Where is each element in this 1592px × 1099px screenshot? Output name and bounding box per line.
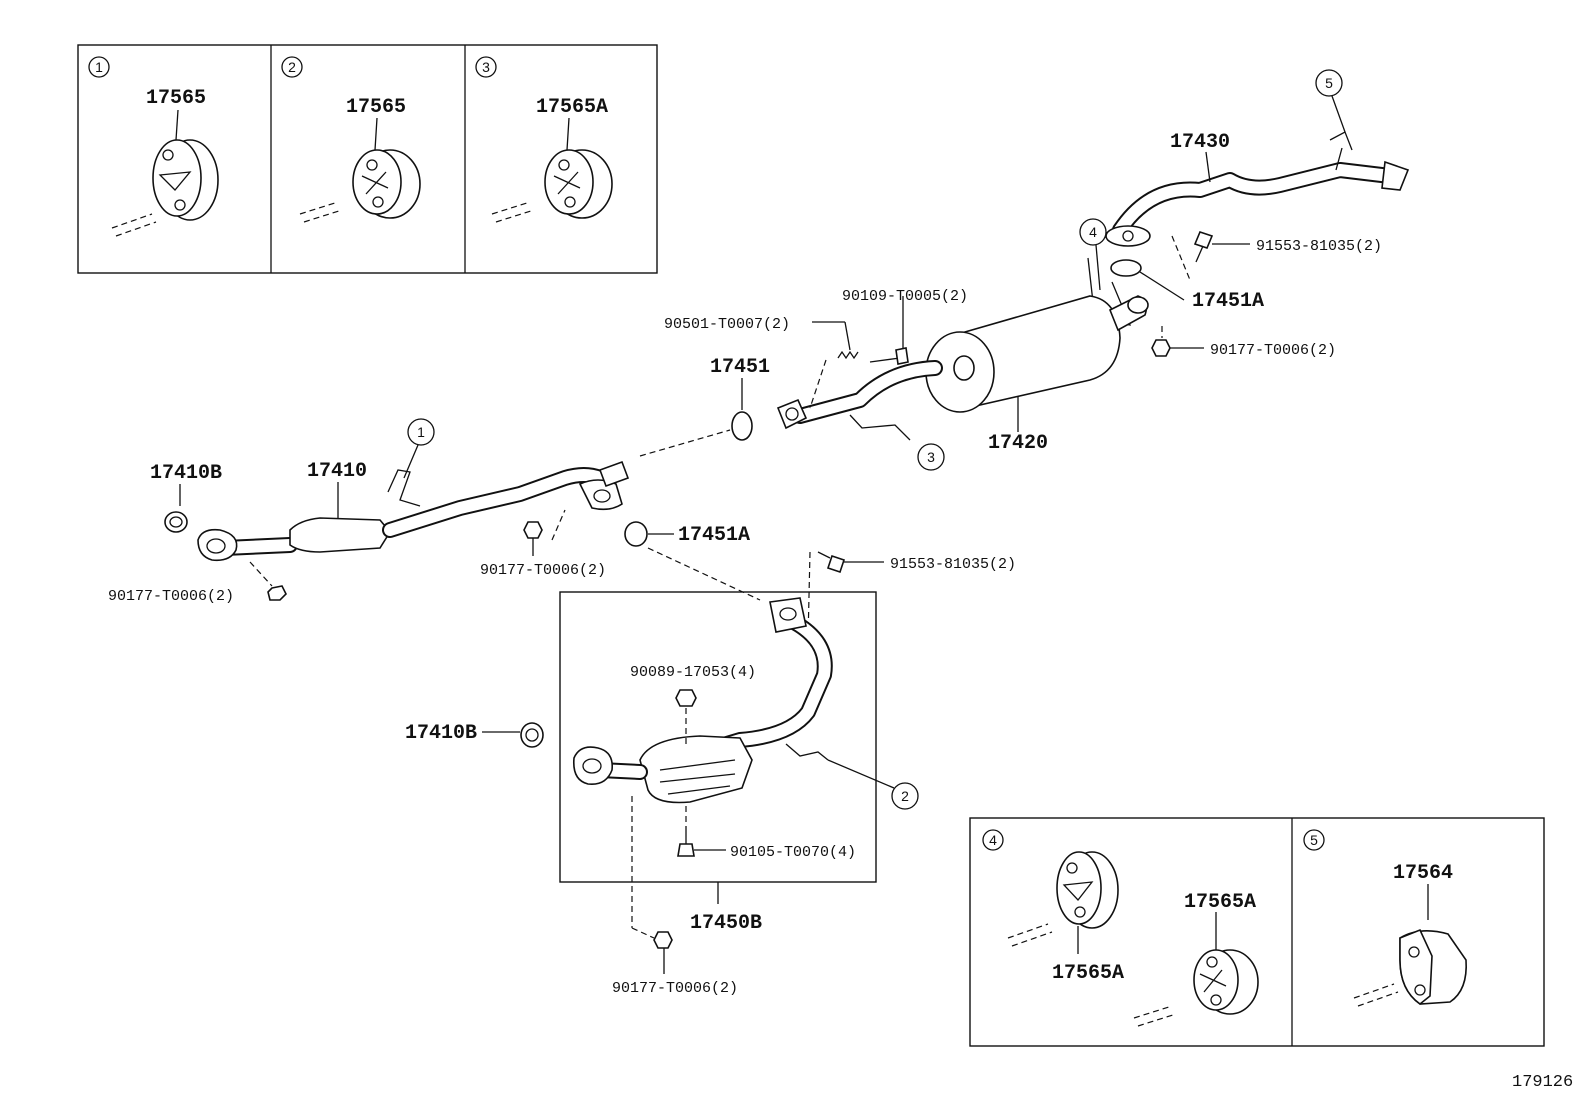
gasket-17410B — [520, 722, 544, 748]
part-number-label: 17410 — [307, 460, 367, 483]
callout-circle — [88, 56, 110, 78]
catalytic-converter-17450B — [572, 597, 833, 804]
muffler-17420 — [925, 295, 1149, 413]
leader-line — [1139, 271, 1185, 301]
part-number-label: 17451A — [678, 524, 750, 547]
callout-number: 3 — [927, 449, 935, 465]
inset-5: 5 17564 — [1303, 829, 1467, 1007]
bolt-indicator — [1007, 923, 1049, 939]
part-number-label: 90105-T0070(4) — [730, 844, 856, 861]
flange — [1105, 225, 1151, 247]
callout-number: 2 — [901, 788, 909, 804]
gasket-17451 — [731, 411, 753, 441]
part-number-label: 17420 — [988, 432, 1048, 455]
diagram-id: 179126 — [1512, 1073, 1573, 1092]
inset-2: 2 17565 — [281, 56, 421, 223]
callout-number: 1 — [417, 424, 425, 440]
bolt-indicator — [491, 201, 531, 215]
nut-icon — [675, 689, 697, 707]
leader-line — [1331, 95, 1346, 133]
rubber-hanger-icon — [544, 149, 613, 219]
part-number-label: 17430 — [1170, 131, 1230, 154]
rubber-hanger-icon — [1399, 928, 1467, 1005]
part-number-label: 91553-81035(2) — [890, 556, 1016, 573]
nut-icon — [653, 931, 673, 949]
leader-line — [403, 444, 419, 479]
bolt-91553-mid — [817, 551, 846, 574]
inset-frame-bottom — [969, 817, 1545, 1047]
gasket-17451A — [1110, 259, 1142, 277]
part-number-label: 17410B — [405, 722, 477, 745]
callout-number: 1 — [95, 59, 103, 75]
part-number-label: 17565A — [1052, 962, 1124, 985]
callout-circle — [891, 782, 919, 810]
leader-line — [175, 109, 179, 141]
part-number-label: 17410B — [150, 462, 222, 485]
leader-line — [374, 117, 378, 151]
callout-number: 5 — [1310, 832, 1318, 848]
leader-line — [1095, 244, 1101, 291]
callout-number: 5 — [1325, 75, 1333, 91]
gasket-17410B — [164, 511, 188, 533]
part-number-label: 90177-T0006(2) — [108, 588, 234, 605]
callout-circle — [1315, 69, 1343, 97]
callout-circle — [407, 418, 435, 446]
inset-frame-top — [77, 44, 658, 274]
callout-number: 2 — [288, 59, 296, 75]
nut-icon — [1151, 339, 1171, 357]
part-number-label: 91553-81035(2) — [1256, 238, 1382, 255]
callout-circle — [1079, 218, 1107, 246]
rubber-hanger-icon — [1056, 851, 1119, 929]
inset-panel-group-bottom: 4 17565A 17565A — [969, 817, 1545, 1047]
leader-line — [1205, 151, 1211, 183]
bolt-indicator — [299, 201, 339, 215]
inset-panel-group-top: 1 17565 2 17565 — [77, 44, 658, 274]
nut-icon — [267, 585, 287, 601]
part-number-label: 17565 — [146, 87, 206, 110]
front-pipe-17410 — [197, 460, 630, 562]
inset-1: 1 17565 — [88, 56, 219, 237]
part-number-label: 17565A — [1184, 891, 1256, 914]
assembly-label: 17450B — [690, 912, 762, 935]
part-number-label: 90109-T0005(2) — [842, 288, 968, 305]
callout-circle — [1303, 829, 1325, 851]
callout-number: 4 — [989, 832, 997, 848]
rubber-hanger-icon — [152, 139, 219, 221]
gasket-17451A — [624, 521, 648, 547]
callout-circle — [982, 829, 1004, 851]
bolt-90105 — [677, 826, 695, 857]
rubber-hanger-icon — [1193, 949, 1259, 1015]
nut-icon — [523, 521, 543, 539]
part-number-label: 17564 — [1393, 862, 1453, 885]
spring-90501 — [837, 350, 859, 360]
part-number-label: 17451A — [1192, 290, 1264, 313]
bolt-90109 — [869, 347, 909, 365]
callout-number: 3 — [482, 59, 490, 75]
callout-circle — [281, 56, 303, 78]
tail-pipe-17430 — [1105, 131, 1410, 247]
intermediate-pipe — [776, 360, 943, 441]
part-number-label: 90501-T0007(2) — [664, 316, 790, 333]
bolt-indicator — [1133, 1005, 1173, 1019]
part-number-label: 17565A — [536, 96, 608, 119]
rubber-hanger-icon — [352, 149, 421, 219]
part-number-label: 17565 — [346, 96, 406, 119]
leader-line — [827, 759, 895, 789]
callout-circle — [475, 56, 497, 78]
callout-circle — [917, 443, 945, 471]
part-number-label: 90177-T0006(2) — [1210, 342, 1336, 359]
callout-number: 4 — [1089, 224, 1097, 240]
bolt-indicator — [111, 213, 153, 229]
bolt-91553-top — [1193, 231, 1250, 263]
part-number-label: 17451 — [710, 356, 770, 379]
leader-line — [566, 117, 570, 151]
part-number-label: 90177-T0006(2) — [612, 980, 738, 997]
part-number-label: 90089-17053(4) — [630, 664, 756, 681]
inset-4: 4 17565A 17565A — [982, 829, 1259, 1027]
inset-3: 3 17565A — [475, 56, 613, 223]
bolt-indicator — [1353, 983, 1395, 999]
part-number-label: 90177-T0006(2) — [480, 562, 606, 579]
